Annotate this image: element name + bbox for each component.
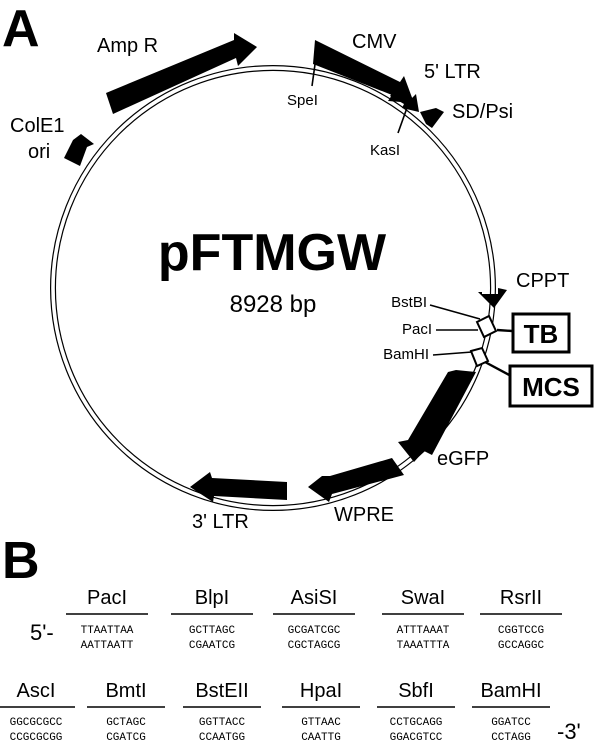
spei-pointer bbox=[311, 49, 318, 87]
cole1-ori-arrow bbox=[64, 134, 94, 166]
wpre-label: WPRE bbox=[334, 504, 394, 526]
top-strand: GCGATCGC bbox=[288, 625, 341, 637]
bottom-strand: CGAATCG bbox=[189, 640, 235, 652]
site-name: BmtI bbox=[105, 680, 146, 702]
ori-label: ori bbox=[28, 141, 50, 163]
site-bmti: BmtI GCTAGC CGATCG bbox=[87, 680, 165, 744]
site-rsrii: RsrII CGGTCCG GCCAGGC bbox=[480, 587, 562, 652]
cppt-label: CPPT bbox=[516, 270, 569, 292]
top-strand: GGTTACC bbox=[199, 717, 246, 729]
bottom-strand: CCTAGG bbox=[491, 732, 531, 744]
bottom-strand: CCGCGCGG bbox=[10, 732, 63, 744]
tb-box bbox=[511, 312, 571, 354]
cmv-arrow bbox=[313, 40, 414, 103]
mcs-connector bbox=[484, 360, 512, 378]
tb-connector bbox=[496, 328, 513, 333]
sd-psi-label: SD/Psi bbox=[452, 101, 513, 123]
panel-a-label: A bbox=[2, 0, 40, 58]
bottom-strand: AATTAATT bbox=[81, 640, 134, 652]
site-name: RsrII bbox=[500, 587, 542, 609]
cppt-arrow bbox=[478, 288, 507, 308]
egfp-arrow bbox=[398, 370, 476, 462]
cole1-label: ColE1 bbox=[10, 115, 64, 137]
bstbi-label: BstBI bbox=[391, 294, 427, 311]
tb-site-marker bbox=[475, 314, 498, 339]
site-sbfi: SbfI CCTGCAGG GGACGTCC bbox=[377, 680, 455, 744]
bamhi-pointer bbox=[432, 351, 473, 356]
plasmid-name: pFTMGW bbox=[158, 224, 387, 282]
bottom-strand: GGACGTCC bbox=[390, 732, 443, 744]
sd-psi-arrow bbox=[420, 108, 444, 128]
mcs-site-marker bbox=[469, 346, 490, 368]
kasi-label: KasI bbox=[370, 142, 400, 159]
mcs-label: MCS bbox=[522, 372, 580, 402]
bottom-strand: GCCAGGC bbox=[498, 640, 545, 652]
panel-b-label: B bbox=[2, 532, 40, 590]
top-strand: CGGTCCG bbox=[498, 625, 544, 637]
amp-r-arrow bbox=[106, 33, 257, 114]
top-strand: GCTAGC bbox=[106, 717, 146, 729]
top-strand: CCTGCAGG bbox=[390, 717, 443, 729]
site-name: PacI bbox=[87, 587, 127, 609]
bottom-strand: CGCTAGCG bbox=[288, 640, 341, 652]
site-paci: PacI TTAATTAA AATTAATT bbox=[66, 587, 148, 652]
bamhi-label: BamHI bbox=[383, 346, 429, 363]
top-strand: GCTTAGC bbox=[189, 625, 236, 637]
kasi-pointer bbox=[397, 104, 409, 134]
top-strand: GTTAAC bbox=[301, 717, 341, 729]
tb-label: TB bbox=[524, 319, 559, 349]
site-asci: AscI GGCGCGCC CCGCGCGG bbox=[0, 680, 75, 744]
wpre-arrow bbox=[308, 458, 404, 502]
top-strand: GGCGCGCC bbox=[10, 717, 63, 729]
site-name: SwaI bbox=[401, 587, 445, 609]
site-swai: SwaI ATTTAAAT TAAATTTA bbox=[382, 587, 464, 652]
plasmid-backbone bbox=[50, 65, 496, 511]
site-name: SbfI bbox=[398, 680, 434, 702]
five-prime-label: 5'- bbox=[30, 620, 54, 645]
bstbi-pointer bbox=[429, 304, 481, 320]
ltr3-label: 3' LTR bbox=[192, 511, 249, 533]
ltr5-arrow bbox=[390, 88, 419, 112]
bottom-strand: TAAATTTA bbox=[397, 640, 450, 652]
egfp-label: eGFP bbox=[437, 448, 489, 470]
site-name: BlpI bbox=[195, 587, 229, 609]
bottom-strand: CGATCG bbox=[106, 732, 146, 744]
bottom-strand: CAATTG bbox=[301, 732, 341, 744]
top-strand: ATTTAAAT bbox=[397, 625, 450, 637]
ltr5-label: 5' LTR bbox=[424, 61, 481, 83]
spei-label: SpeI bbox=[287, 92, 318, 109]
site-name: HpaI bbox=[300, 680, 342, 702]
site-bsteii: BstEII GGTTACC CCAATGG bbox=[183, 680, 261, 744]
site-hpai: HpaI GTTAAC CAATTG bbox=[282, 680, 360, 744]
site-name: BamHI bbox=[480, 680, 541, 702]
three-prime-label: -3' bbox=[557, 719, 581, 744]
mcs-row-2: AscI GGCGCGCC CCGCGCGG BmtI GCTAGC CGATCG BstE… bbox=[0, 680, 550, 744]
site-bamhi: BamHI GGATCC CCTAGG bbox=[472, 680, 550, 744]
amp-r-label: Amp R bbox=[97, 35, 158, 57]
top-strand: GGATCC bbox=[491, 717, 531, 729]
site-asisi: AsiSI GCGATCGC CGCTAGCG bbox=[273, 587, 355, 652]
mcs-row-1: PacI TTAATTAA AATTAATT BlpI GCTTAGC CGAATCG As… bbox=[66, 587, 562, 652]
site-blpi: BlpI GCTTAGC CGAATCG bbox=[171, 587, 253, 652]
site-name: AsiSI bbox=[291, 587, 338, 609]
bottom-strand: CCAATGG bbox=[199, 732, 245, 744]
ltr3-arrow bbox=[190, 472, 287, 502]
cmv-label: CMV bbox=[352, 31, 397, 53]
top-strand: TTAATTAA bbox=[81, 625, 134, 637]
site-name: AscI bbox=[17, 680, 56, 702]
plasmid-size: 8928 bp bbox=[230, 291, 317, 318]
paci-label: PacI bbox=[402, 321, 432, 338]
mcs-box bbox=[508, 364, 594, 408]
site-name: BstEII bbox=[195, 680, 248, 702]
